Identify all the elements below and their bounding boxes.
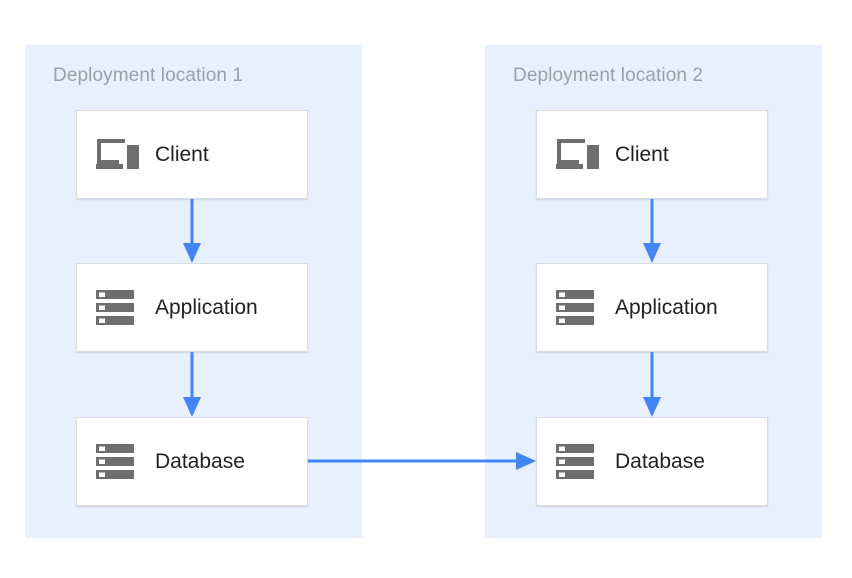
server-icon (95, 442, 141, 482)
zone-1-label: Deployment location 1 (53, 65, 244, 86)
node-client-1[interactable]: Client (76, 110, 308, 199)
node-application-1[interactable]: Application (76, 263, 308, 352)
node-database-1[interactable]: Database (76, 417, 308, 506)
arrow-client-1-to-application-1 (182, 199, 202, 263)
node-client-1-label: Client (155, 142, 209, 166)
node-application-1-label: Application (155, 295, 258, 319)
node-application-2-label: Application (615, 295, 718, 319)
node-client-2[interactable]: Client (536, 110, 768, 199)
node-database-2[interactable]: Database (536, 417, 768, 506)
node-client-2-label: Client (615, 142, 669, 166)
arrow-application-1-to-database-1 (182, 352, 202, 417)
node-database-2-label: Database (615, 449, 705, 473)
arrow-client-2-to-application-2 (642, 199, 662, 263)
node-database-1-label: Database (155, 449, 245, 473)
devices-icon (555, 135, 601, 175)
devices-icon (95, 135, 141, 175)
node-application-2[interactable]: Application (536, 263, 768, 352)
server-icon (95, 288, 141, 328)
arrow-application-2-to-database-2 (642, 352, 662, 417)
arrow-database-1-to-database-2 (308, 451, 536, 471)
zone-2-label: Deployment location 2 (513, 65, 704, 86)
server-icon (555, 442, 601, 482)
server-icon (555, 288, 601, 328)
